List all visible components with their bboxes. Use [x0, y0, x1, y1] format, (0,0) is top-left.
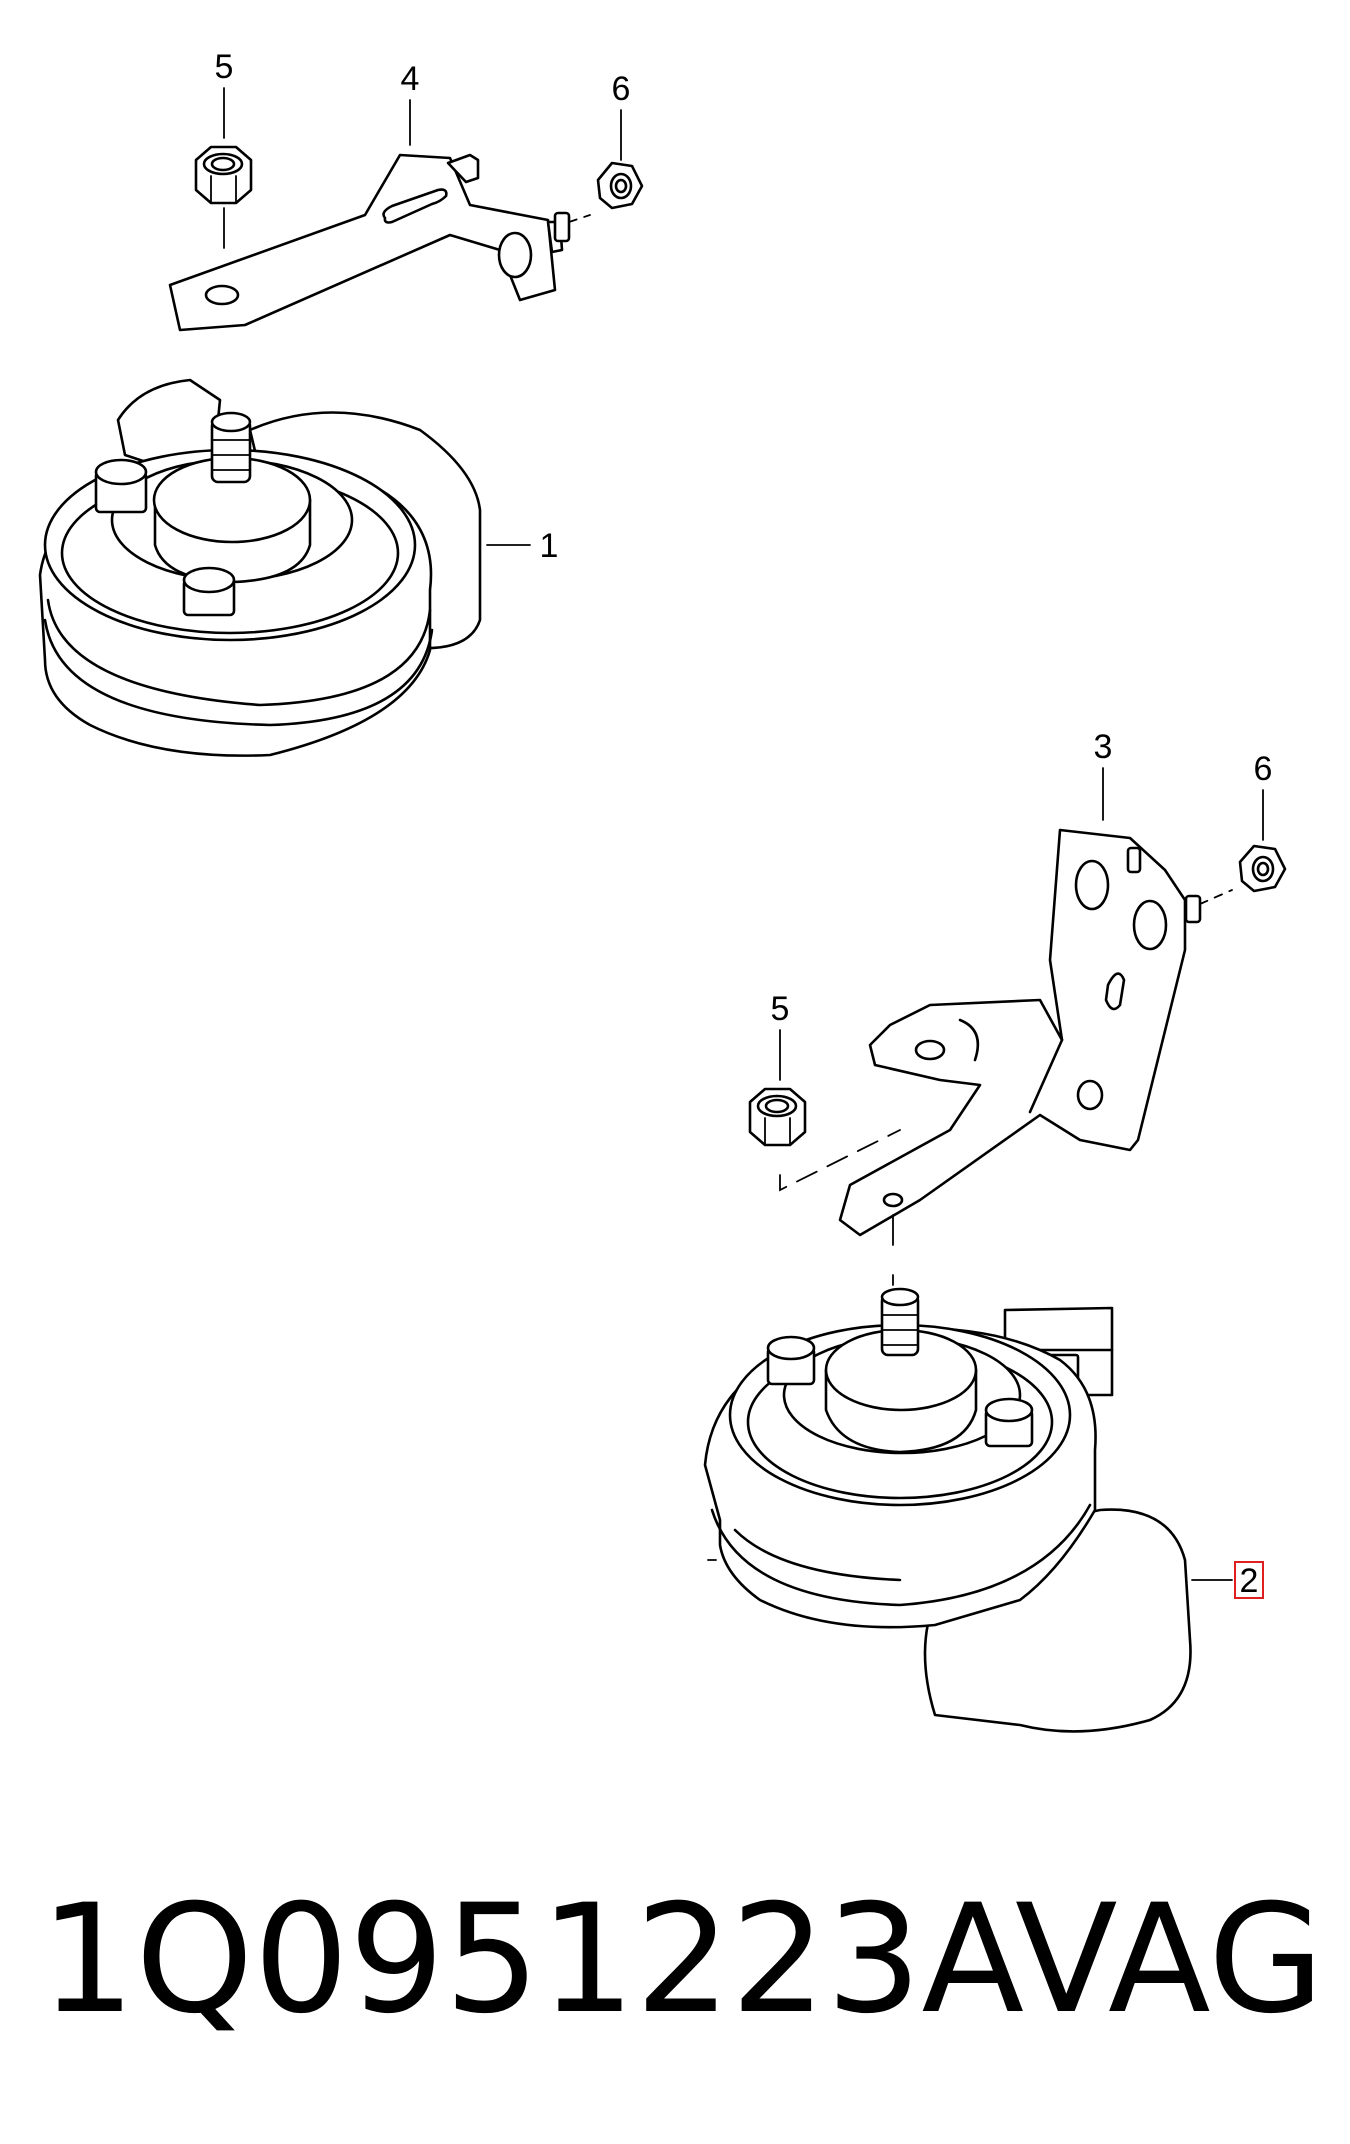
svg-text:3: 3 [1094, 728, 1113, 766]
horn-1 [38, 378, 482, 757]
brand-name: VAG [1015, 1873, 1325, 2047]
part-number: 1Q0951223A [40, 1873, 1025, 2047]
callout-3: 3 [1094, 728, 1113, 821]
callout-6-bottom: 6 [1254, 750, 1273, 841]
callout-1: 1 [486, 527, 559, 565]
horn-2 [703, 1287, 1192, 1733]
stud-bracket-4 [553, 211, 591, 243]
callout-2-highlight-box [1234, 1561, 1264, 1599]
callout-6-top: 6 [612, 70, 631, 161]
hex-nut-6-top [596, 161, 644, 210]
hex-nut-5-top [194, 145, 253, 205]
svg-text:5: 5 [215, 48, 234, 86]
callout-5-top: 5 [215, 48, 234, 139]
svg-text:6: 6 [612, 70, 631, 108]
svg-text:6: 6 [1254, 750, 1273, 788]
hex-nut-6-bottom [1238, 844, 1287, 893]
footer-caption: 1Q0951223A VAG [40, 1860, 1330, 2060]
svg-text:4: 4 [401, 60, 420, 98]
bracket-4 [168, 153, 564, 332]
svg-text:2: 2 [1240, 1562, 1259, 1600]
callout-2: 2 [1191, 1561, 1264, 1600]
bracket-3 [838, 828, 1233, 1237]
svg-text:5: 5 [771, 990, 790, 1028]
svg-text:1: 1 [540, 527, 559, 565]
callout-4: 4 [401, 60, 420, 146]
hex-nut-5-bottom [748, 1087, 807, 1147]
callout-5-bottom: 5 [771, 990, 790, 1081]
